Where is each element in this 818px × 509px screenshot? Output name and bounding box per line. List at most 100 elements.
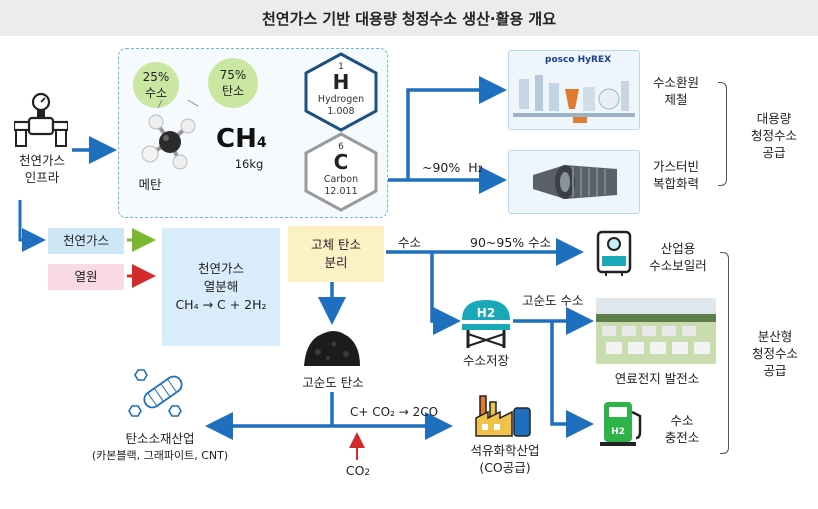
infra-label-line1: 천연가스 xyxy=(18,153,65,168)
carbon-nanotube-icon xyxy=(128,369,183,417)
h2-ratio-value: ~90% xyxy=(422,160,461,175)
steel-label: 수소환원 제철 xyxy=(640,74,712,108)
fuel-cell-label: 연료전지 발전소 xyxy=(614,371,700,386)
pyrolysis-line2: 열분해 xyxy=(203,279,239,294)
storage-label: 수소저장 xyxy=(462,353,509,368)
methane-mass: 16kg xyxy=(234,157,264,171)
large-scale-line1: 대용량 xyxy=(756,111,792,126)
petrochem-label: 석유화학산업 (CO공급) xyxy=(460,442,550,476)
arrow-to-steel xyxy=(406,76,507,180)
infra-label: 천연가스 인프라 xyxy=(0,152,84,186)
distributed-brace xyxy=(720,252,729,454)
natural-gas-input: 천연가스 xyxy=(48,228,124,254)
fuel-cell-sky xyxy=(596,298,716,318)
pyrolysis-equation: CH₄ → C + 2H₂ xyxy=(175,297,267,312)
large-scale-line3: 공급 xyxy=(762,145,786,160)
methane-formula-main: CH xyxy=(216,124,257,154)
h2-ratio-label: ~90% H2 xyxy=(422,160,483,175)
high-purity-carbon-label: 고순도 탄소 xyxy=(302,375,364,390)
storage-icon-text: H2 xyxy=(477,306,495,320)
hydrogen-mass: 1.008 xyxy=(327,106,355,117)
turbine-label: 가스터빈 복합화력 xyxy=(640,158,712,192)
steel-plant-icon xyxy=(513,75,635,123)
hydrogen-branch-label: 수소 xyxy=(398,235,422,250)
large-scale-line2: 청정수소 xyxy=(750,128,797,143)
methane-formula: CH4 xyxy=(216,124,267,158)
carbon-materials-label: 탄소소재산업 (카본블랙, 그래파이트, CNT) xyxy=(60,430,260,464)
methane-formula-sub: 4 xyxy=(256,135,267,151)
hydrogen-name: Hydrogen xyxy=(317,94,365,105)
high-purity-hydrogen-label: 고순도 수소 xyxy=(522,293,584,308)
carbon-mass: 12.011 xyxy=(324,186,358,197)
carbon-materials-line1: 탄소소재산업 xyxy=(125,431,195,446)
hydrogen-ratio-name: 수소 xyxy=(144,86,168,100)
carbon-ratio-circle: 75% 탄소 xyxy=(208,58,258,108)
steel-label-line1: 수소환원 xyxy=(652,75,699,90)
hydrogen-ratio-circle: 25% 수소 xyxy=(133,62,179,108)
separation-line2: 분리 xyxy=(324,255,348,270)
station-label-line1: 수소 xyxy=(670,413,694,428)
distributed-line1: 분산형 xyxy=(757,329,793,344)
carbon-ratio-value: 75% xyxy=(219,68,247,82)
carbon-separation-box: 고체 탄소 분리 xyxy=(288,226,384,282)
fuel-cell-trees xyxy=(596,314,716,322)
boiler-label-line2: 수소보일러 xyxy=(649,258,707,273)
boiler-label: 산업용 수소보일러 xyxy=(638,240,718,274)
turbine-label-line2: 복합화력 xyxy=(652,176,699,191)
infra-label-line2: 인프라 xyxy=(24,170,60,185)
title-bar xyxy=(0,0,818,36)
boiler-label-line1: 산업용 xyxy=(660,241,696,256)
pyrolysis-box: 천연가스 열분해 CH₄ → C + 2H₂ xyxy=(162,228,280,346)
hydrogen-storage-icon: H2 xyxy=(462,300,510,348)
h2-symbol: H xyxy=(468,160,478,175)
carbon-ratio-name: 탄소 xyxy=(221,84,245,98)
fuel-cell-plant-image xyxy=(596,298,716,364)
boudouard-reaction: C+ CO₂ → 2CO xyxy=(350,405,439,419)
co2-subscript: 2 xyxy=(364,468,371,478)
fuel-cell-units-icon xyxy=(602,326,710,354)
methane-name: 메탄 xyxy=(138,177,162,192)
distributed-line2: 청정수소 xyxy=(751,346,798,361)
station-label: 수소 충전소 xyxy=(646,412,718,446)
hydrogen-purity-label: 90~95% 수소 xyxy=(470,235,552,250)
svg-text:H2: H2 xyxy=(611,427,625,437)
gas-turbine-icon xyxy=(533,165,617,199)
h2-subscript: 2 xyxy=(477,165,484,175)
carbon-symbol: C xyxy=(333,150,349,174)
turbine-label-line1: 가스터빈 xyxy=(652,159,699,174)
posco-hyrex-logo: posco HyREX xyxy=(545,55,612,65)
station-label-line2: 충전소 xyxy=(664,430,700,445)
gas-turbine-image xyxy=(508,150,640,214)
hydrogen-ratio-value: 25% xyxy=(142,70,170,84)
large-scale-brace xyxy=(718,82,727,186)
steel-plant-image: posco HyREX xyxy=(508,50,640,130)
hydrogen-symbol: H xyxy=(332,70,350,94)
petrochemical-plant-icon xyxy=(475,395,531,437)
carbon-powder-icon xyxy=(304,331,360,366)
page-title: 천연가스 기반 대용량 청정수소 생산·활용 개요 xyxy=(261,10,556,28)
methane-molecule-icon xyxy=(141,99,199,170)
arrow-to-station xyxy=(550,321,594,438)
hydrogen-element-icon xyxy=(304,52,378,132)
pyrolysis-line1: 천연가스 xyxy=(197,261,244,276)
large-scale-group-label: 대용량 청정수소 공급 xyxy=(734,110,814,161)
carbon-name: Carbon xyxy=(323,174,359,185)
hydrogen-station-icon: H2 xyxy=(600,402,642,446)
arrow-infra-to-gas xyxy=(18,200,46,252)
carbon-materials-line2: (카본블랙, 그래파이트, CNT) xyxy=(91,449,229,462)
distributed-line3: 공급 xyxy=(763,363,787,378)
co2-text: CO xyxy=(345,463,365,478)
carbon-number: 6 xyxy=(338,142,344,152)
gas-infra-icon xyxy=(12,92,70,148)
arrow-to-storage xyxy=(430,252,461,335)
steel-label-line2: 제철 xyxy=(664,92,688,107)
hydrogen-boiler-icon xyxy=(596,230,632,276)
co2-label: CO2 xyxy=(342,462,374,482)
carbon-element-icon xyxy=(304,132,378,212)
petrochem-label-line2: (CO공급) xyxy=(479,460,531,475)
heat-source-input: 열원 xyxy=(48,264,124,290)
hydrogen-number: 1 xyxy=(338,62,344,72)
separation-line1: 고체 탄소 xyxy=(311,237,361,252)
petrochem-label-line1: 석유화학산업 xyxy=(470,443,540,458)
